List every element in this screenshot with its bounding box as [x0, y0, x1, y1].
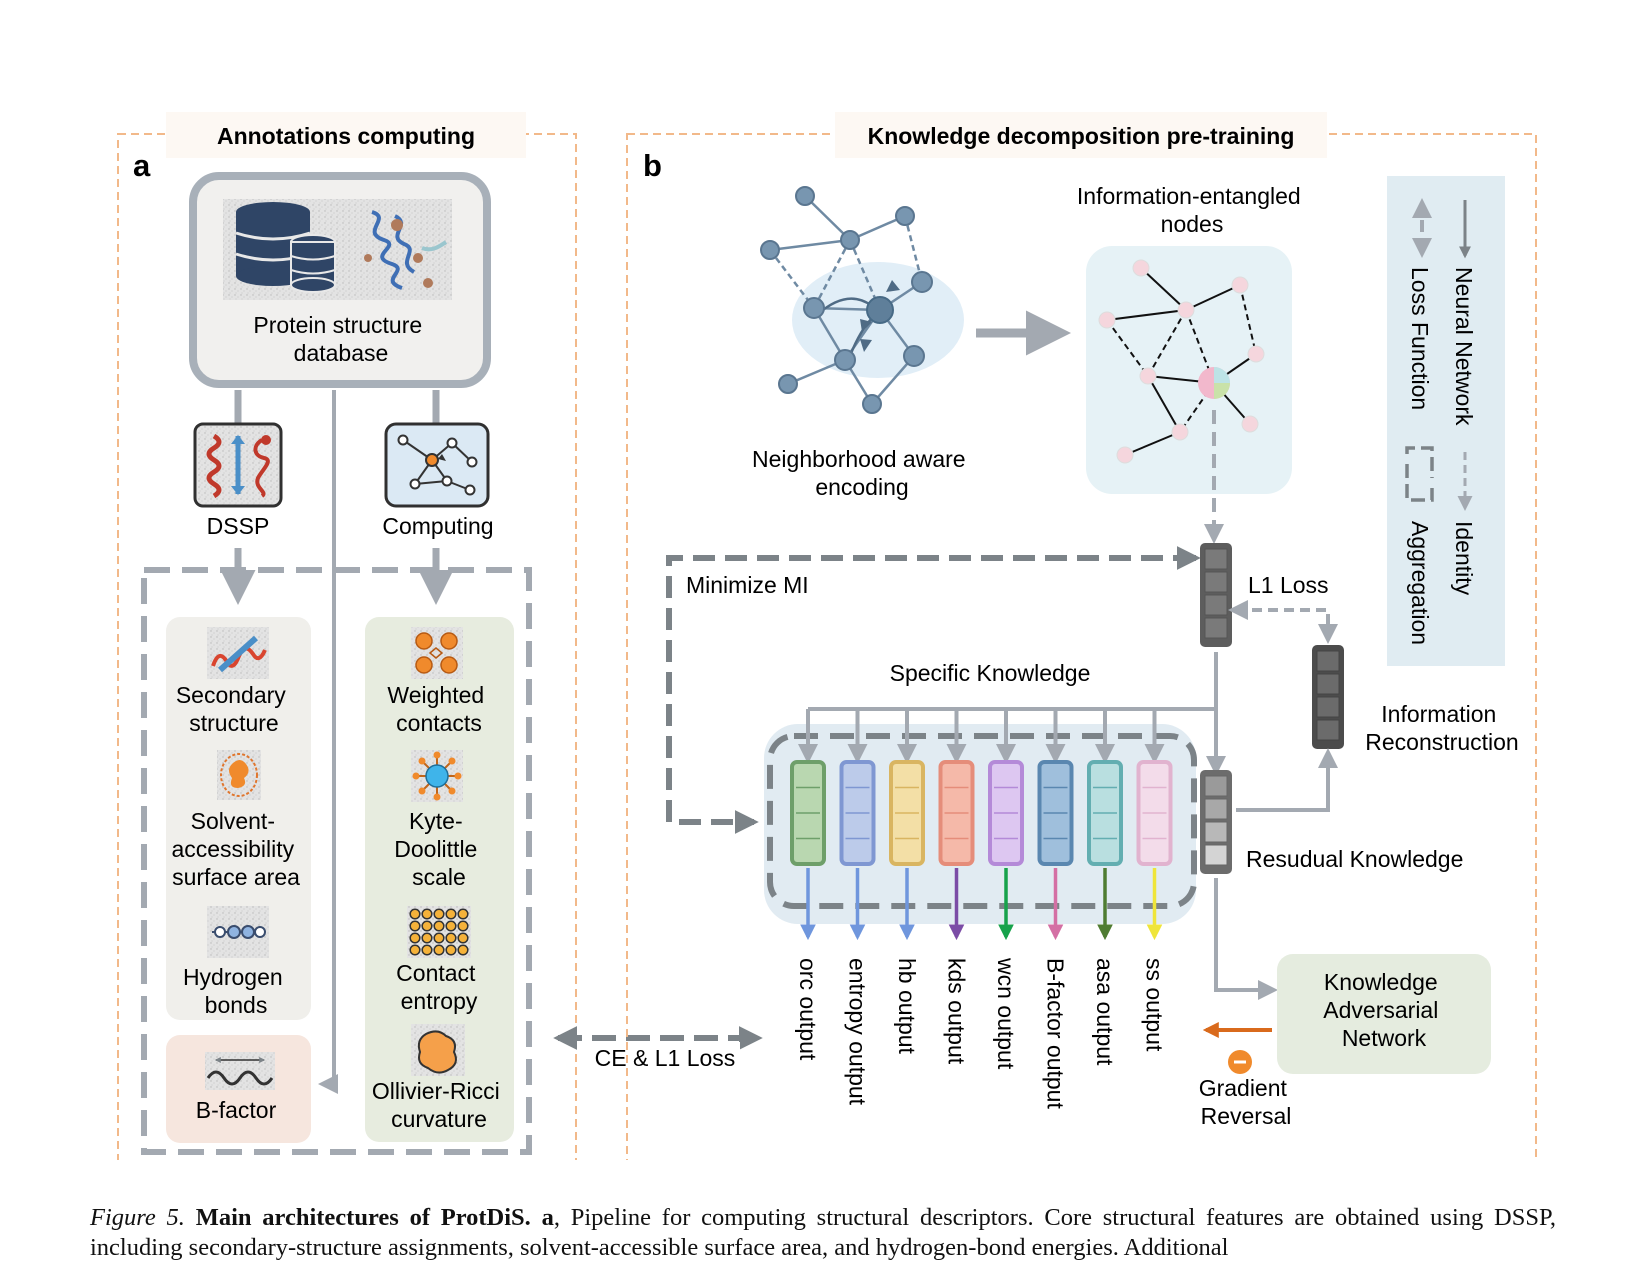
entropy-dot [457, 944, 469, 956]
entropy-dot [409, 908, 421, 920]
dssp-label: DSSP [207, 513, 270, 539]
entropy-dot [457, 908, 469, 920]
minimize-mi-label: Minimize MI [686, 572, 809, 598]
output-label-8: ss output [1142, 958, 1168, 1052]
protein-structure-icon [364, 210, 448, 290]
specific-knowledge-label: Specific Knowledge [890, 660, 1091, 686]
kyte-doolittle-icon [411, 750, 463, 802]
entropy-dot [421, 944, 433, 956]
panel-b-title: Knowledge decomposition pre-training [868, 123, 1295, 149]
kan-label: Knowledge Adversarial Network [1323, 969, 1444, 1051]
encoding-label: Neighborhood aware encoding [752, 446, 972, 500]
entropy-dot [421, 932, 433, 944]
output-label-2: entropy output [845, 958, 871, 1106]
contact-entropy-icon [407, 906, 471, 958]
architecture-figure: Annotations computing a Protei [117, 112, 1537, 1160]
panel-a-title: Annotations computing [217, 123, 475, 149]
ollivier-ricci-icon [411, 1024, 465, 1076]
information-reconstruction-label: Information Reconstruction [1365, 701, 1518, 755]
weighted-contacts-label: Weighted contacts [387, 682, 490, 736]
output-label-1: orc output [795, 958, 821, 1061]
output-label-4: kds output [944, 958, 970, 1065]
ce-l1-loss-label: CE & L1 Loss [595, 1045, 736, 1071]
knowledge-head-8 [1136, 709, 1173, 941]
entropy-dot [409, 920, 421, 932]
entropy-dot [421, 920, 433, 932]
kan-box [1277, 954, 1491, 1074]
reconstruction-block [1312, 645, 1344, 749]
neighborhood-graph-icon [760, 186, 964, 414]
knowledge-head-7 [1087, 709, 1123, 941]
legend: Neural Network Loss Function Identity Ag… [1387, 176, 1505, 666]
entropy-dot [433, 920, 445, 932]
residual-knowledge-label: Resudual Knowledge [1246, 846, 1463, 872]
output-label-3: hb output [894, 958, 920, 1055]
l1-block [1200, 543, 1232, 647]
entropy-dot [445, 908, 457, 920]
entropy-dot [409, 932, 421, 944]
output-labels: orc output entropy output hb output kds out… [795, 957, 1168, 1109]
annotations-frame [141, 567, 532, 1155]
entropy-dot [433, 944, 445, 956]
output-label-5: wcn output [993, 957, 1019, 1070]
hydrogen-bonds-label: Hydrogen bonds [183, 964, 289, 1018]
gradient-reversal-label: Gradient Reversal [1199, 1075, 1294, 1129]
caption-figure-label: Figure 5. [90, 1204, 185, 1231]
knowledge-head-6 [1037, 709, 1074, 941]
ce-l1-connector: CE & L1 Loss [553, 1026, 763, 1072]
ollivier-ricci-label: Ollivier-Ricci curvature [372, 1078, 506, 1132]
entropy-dot [409, 944, 421, 956]
kyte-doolittle-label: Kyte- Doolittle scale [394, 808, 484, 890]
entropy-dot [433, 908, 445, 920]
knowledge-head-3 [889, 709, 925, 941]
caption-title: Main architectures of ProtDiS. a [195, 1204, 554, 1231]
contact-entropy-label: Contact entropy [396, 960, 482, 1014]
legend-neural-network: Neural Network [1451, 267, 1477, 426]
secondary-structure-label: Secondary structure [176, 682, 292, 736]
sasa-icon [217, 750, 261, 800]
knowledge-head-4 [938, 709, 975, 941]
knowledge-head-5 [988, 709, 1024, 941]
computing-output-panel [365, 617, 514, 1142]
entropy-dot [445, 944, 457, 956]
l1-loss-label: L1 Loss [1248, 572, 1329, 598]
bfactor-icon [205, 1052, 275, 1090]
sasa-label: Solvent- accessibility surface area [171, 808, 300, 890]
weighted-contacts-icon [411, 627, 463, 679]
hydrogen-bonds-icon [207, 906, 269, 958]
database-icon [235, 202, 336, 293]
entangled-nodes-graph [1086, 246, 1292, 494]
entropy-dot [445, 920, 457, 932]
bfactor-label: B-factor [196, 1097, 277, 1123]
secondary-structure-icon [207, 627, 269, 679]
knowledge-head-1 [790, 709, 826, 941]
legend-aggregation: Aggregation [1407, 521, 1433, 645]
legend-identity: Identity [1451, 521, 1477, 596]
panel-a-letter: a [133, 148, 151, 183]
panel-b-letter: b [643, 148, 662, 183]
output-label-6: B-factor output [1043, 958, 1069, 1109]
entropy-dot [445, 932, 457, 944]
entangled-label: Information-entangled nodes [1077, 183, 1307, 237]
heads-container [764, 724, 1196, 924]
panel-b: Knowledge decomposition pre-training b [626, 112, 1537, 1160]
knowledge-head-2 [839, 709, 876, 941]
figure-caption: Figure 5. Main architectures of ProtDiS.… [90, 1203, 1556, 1263]
panel-a: Annotations computing a Protei [117, 112, 577, 1160]
output-label-7: asa output [1092, 958, 1118, 1066]
knowledge-heads [790, 709, 1173, 941]
legend-loss-function: Loss Function [1407, 267, 1433, 410]
dssp-output-panel [166, 617, 311, 1020]
database-label: Protein structure database [253, 312, 428, 366]
entropy-dot [457, 920, 469, 932]
entropy-dot [421, 908, 433, 920]
entropy-dot [433, 932, 445, 944]
caption-text: , Pipeline for computing structural desc… [90, 1204, 1557, 1261]
entropy-dot [457, 932, 469, 944]
computing-label: Computing [382, 513, 493, 539]
panel-b-frame [626, 133, 1537, 1160]
residual-block [1200, 770, 1232, 874]
